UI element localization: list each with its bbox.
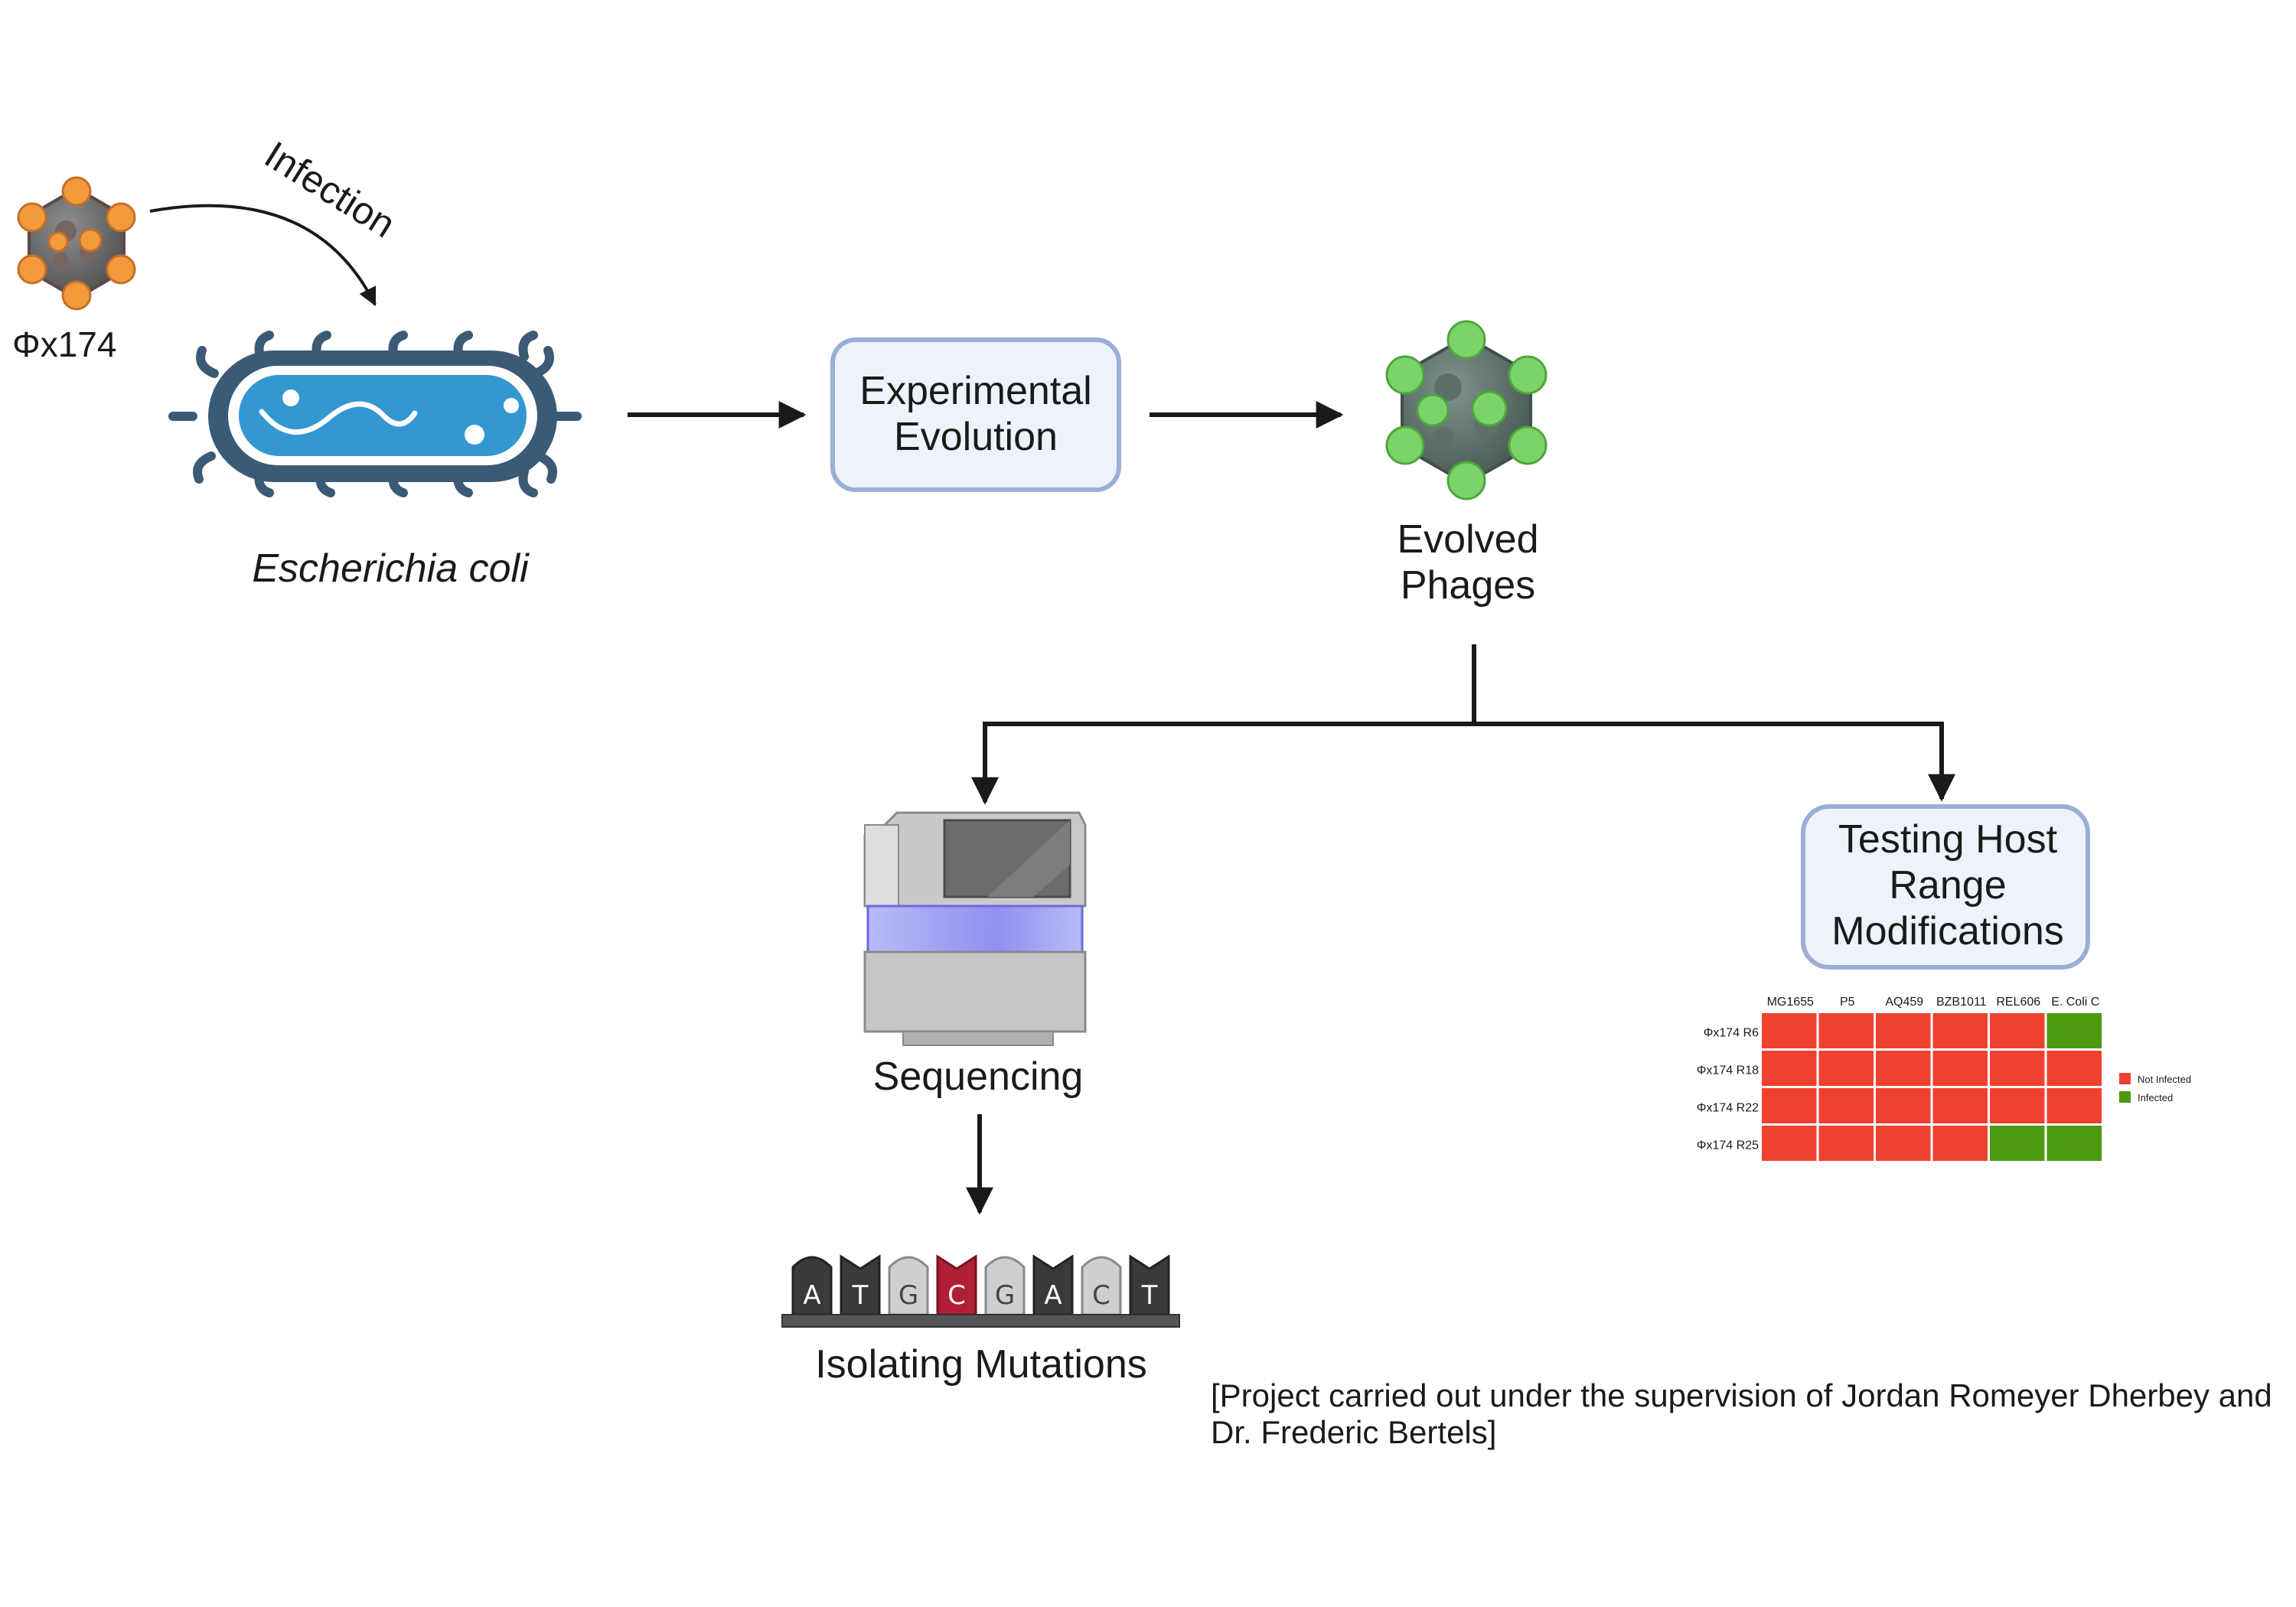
heatmap-cell — [1876, 1051, 1931, 1086]
heatmap-cell — [1818, 1088, 1874, 1123]
dna-base-shape — [1081, 1256, 1122, 1316]
experimental-evolution-line1: Experimental — [859, 369, 1091, 413]
legend-label: Not Infected — [2138, 1074, 2191, 1085]
dna-base-7: T — [1129, 1254, 1170, 1316]
legend-swatch — [2119, 1073, 2131, 1084]
heatmap-column-label: AQ459 — [1885, 996, 1923, 1009]
heatmap-cell — [1990, 1126, 2045, 1161]
heatmap-row-label: Φx174 R25 — [1697, 1139, 1759, 1152]
heatmap-cell — [1990, 1088, 2045, 1123]
heatmap-column-label: P5 — [1840, 996, 1855, 1009]
dna-base-5: A — [1032, 1254, 1074, 1316]
credit-note: [Project carried out under the supervisi… — [1211, 1377, 2272, 1450]
bacterium-icon — [168, 331, 582, 497]
heatmap-cell — [1932, 1126, 1988, 1161]
dna-backbone-bar — [781, 1314, 1180, 1328]
dna-base-0: A — [791, 1256, 833, 1316]
heatmap-cell — [2047, 1051, 2102, 1086]
dna-base-letter: T — [1141, 1280, 1158, 1311]
dna-base-letter: T — [852, 1280, 869, 1311]
heatmap-cell — [1762, 1013, 1817, 1048]
heatmap-cell — [1762, 1051, 1817, 1086]
heatmap-cell — [1818, 1013, 1874, 1048]
heatmap-cell — [2047, 1126, 2102, 1161]
heatmap-cell — [1876, 1013, 1931, 1048]
dna-base-4: G — [984, 1256, 1026, 1316]
phage-label: Φx174 — [12, 324, 116, 364]
sequencer-icon — [863, 811, 1087, 1046]
heatmap-cell — [1990, 1051, 2045, 1086]
heatmap-cell — [1932, 1013, 1988, 1048]
dna-base-letter: G — [899, 1280, 918, 1311]
dna-base-6: C — [1081, 1256, 1122, 1316]
dna-base-shape — [791, 1256, 833, 1316]
heatmap-row-label: Φx174 R6 — [1704, 1027, 1759, 1040]
evolved-phages-line1: Evolved — [1397, 517, 1539, 562]
testing-line1: Testing Host — [1838, 817, 2058, 862]
heatmap-row-label: Φx174 R18 — [1697, 1064, 1759, 1077]
experimental-evolution-line2: Evolution — [894, 415, 1058, 459]
testing-line3: Modifications — [1831, 909, 2063, 953]
heatmap-column-label: E. Coli C — [2051, 996, 2099, 1009]
legend-label: Infected — [2138, 1092, 2173, 1103]
dna-base-1: T — [840, 1254, 881, 1316]
heatmap-cell — [1762, 1126, 1817, 1161]
heatmap-column-label: MG1655 — [1767, 996, 1814, 1009]
dna-base-shape — [888, 1256, 929, 1316]
evolved-phage-icon — [1385, 320, 1548, 500]
infection-arrow — [149, 204, 377, 307]
dna-base-letter: C — [947, 1280, 966, 1311]
heatmap-cell — [2047, 1088, 2102, 1123]
heatmap-cell — [1932, 1051, 1988, 1086]
heatmap-cell — [1876, 1088, 1931, 1123]
branch-connector — [971, 644, 1955, 805]
dna-base-shape — [984, 1256, 1026, 1316]
heatmap-cell — [2047, 1013, 2102, 1048]
heatmap-cell — [1818, 1126, 1874, 1161]
isolating-mutations-label: Isolating Mutations — [815, 1342, 1147, 1387]
phage-phix174-icon — [17, 176, 136, 311]
testing-line2: Range — [1889, 863, 2006, 908]
evolved-phages-line2: Phages — [1401, 563, 1535, 608]
heatmap-row-label: Φx174 R22 — [1697, 1102, 1759, 1115]
host-range-heatmap: MG1655 P5 AQ459 BZB1011 REL606 E. Coli C Φx174… — [1697, 996, 2191, 1161]
heatmap-cell — [1818, 1051, 1874, 1086]
heatmap-cell — [1876, 1126, 1931, 1161]
heatmap-cell — [1762, 1088, 1817, 1123]
host-label: Escherichia coli — [252, 546, 530, 591]
dna-base-2: G — [888, 1256, 929, 1316]
dna-base-letter: A — [803, 1280, 820, 1311]
legend-swatch — [2119, 1091, 2131, 1103]
heatmap-cell — [1990, 1013, 2045, 1048]
dna-base-3: C — [936, 1254, 977, 1316]
dna-base-letter: C — [1092, 1280, 1110, 1311]
infection-label: Infection — [257, 133, 403, 246]
testing-host-range-box: Testing Host Range Modifications — [1801, 804, 2090, 970]
dna-base-letter: A — [1044, 1280, 1062, 1311]
sequencing-label: Sequencing — [873, 1054, 1084, 1099]
heatmap-cell — [1932, 1088, 1988, 1123]
experimental-evolution-box: Experimental Evolution — [830, 337, 1121, 492]
heatmap-column-label: REL606 — [1996, 996, 2040, 1009]
heatmap-column-label: BZB1011 — [1936, 996, 1987, 1009]
dna-base-letter: G — [995, 1280, 1015, 1311]
